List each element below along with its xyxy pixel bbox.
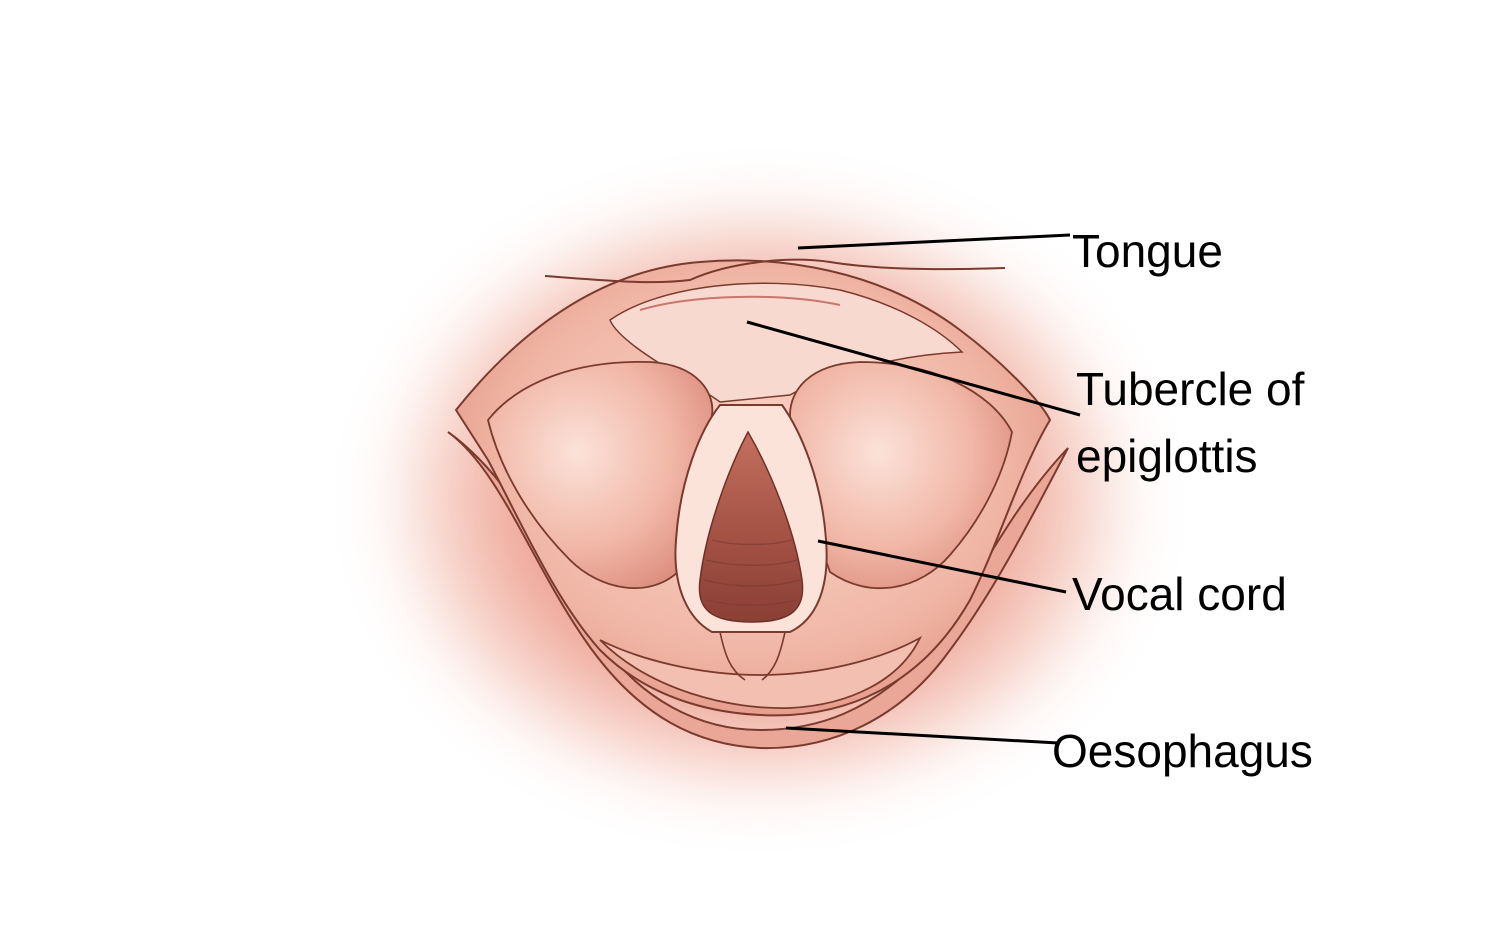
label-tubercle-of-epiglottis: Tubercle of epiglottis <box>1076 363 1305 482</box>
label-oesophagus: Oesophagus <box>1052 725 1313 777</box>
leader-line-vocal-cord <box>817 539 1067 594</box>
label-tongue: Tongue <box>1072 225 1223 277</box>
tongue-edge <box>544 258 1006 284</box>
label-vocal-cord: Vocal cord <box>1072 568 1287 620</box>
leader-line-tubercle <box>746 320 1081 417</box>
tracheal-rings <box>703 539 801 606</box>
leader-line-oesophagus <box>785 726 1059 745</box>
interarytenoid-fold <box>719 631 786 681</box>
arytenoid-region <box>599 635 923 710</box>
leader-line-tongue <box>797 233 1071 250</box>
epiglottis-tubercle <box>639 295 841 311</box>
airway-opening <box>698 430 804 623</box>
